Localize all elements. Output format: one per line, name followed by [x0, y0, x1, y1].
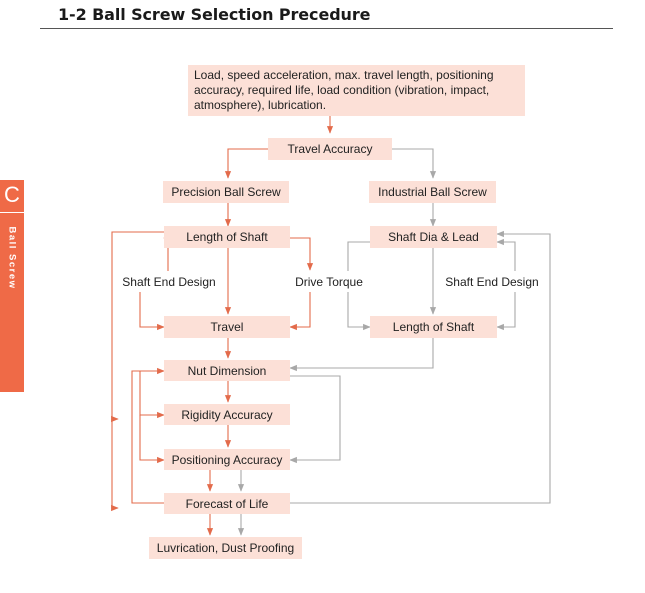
- connector: [392, 148, 437, 179]
- length-of-shaft-right-box: Length of Shaft: [370, 316, 497, 338]
- connector: [111, 419, 119, 512]
- connector: [139, 371, 165, 419]
- connector: [289, 338, 434, 372]
- connector: [290, 237, 314, 271]
- rigidity-accuracy-box: Rigidity Accuracy: [164, 404, 290, 425]
- side-tab: [0, 180, 24, 392]
- connector: [289, 375, 341, 464]
- connector: [289, 292, 311, 331]
- length-of-shaft-left-box: Length of Shaft: [164, 226, 290, 248]
- connector: [290, 230, 551, 504]
- connector: [139, 415, 165, 464]
- precision-ball-screw-box: Precision Ball Screw: [163, 181, 289, 203]
- connector: [139, 292, 165, 331]
- drive-torque-label: Drive Torque: [290, 271, 368, 292]
- title-rule: [40, 28, 613, 29]
- shaft-dia-lead-box: Shaft Dia & Lead: [370, 226, 497, 248]
- side-tab-letter: C: [4, 182, 20, 207]
- connector: [496, 238, 516, 271]
- page-title: 1-2 Ball Screw Selection Precedure: [58, 5, 371, 24]
- connector: [131, 367, 165, 504]
- forecast-of-life-box: Forecast of Life: [164, 493, 290, 514]
- travel-accuracy-box: Travel Accuracy: [268, 138, 392, 160]
- connector: [224, 148, 268, 179]
- shaft-end-design-right-label: Shaft End Design: [437, 271, 547, 292]
- positioning-accuracy-box: Positioning Accuracy: [164, 449, 290, 470]
- lubrication-dust-proofing-box: Luvrication, Dust Proofing: [149, 537, 302, 559]
- shaft-end-design-left-label: Shaft End Design: [116, 271, 222, 292]
- industrial-ball-screw-box: Industrial Ball Screw: [369, 181, 496, 203]
- side-tab-divider: [0, 212, 24, 213]
- nut-dimension-box: Nut Dimension: [164, 360, 290, 381]
- travel-box: Travel: [164, 316, 290, 338]
- connector: [496, 292, 516, 331]
- requirements-box: Load, speed acceleration, max. travel le…: [188, 65, 525, 116]
- connector: [111, 231, 164, 423]
